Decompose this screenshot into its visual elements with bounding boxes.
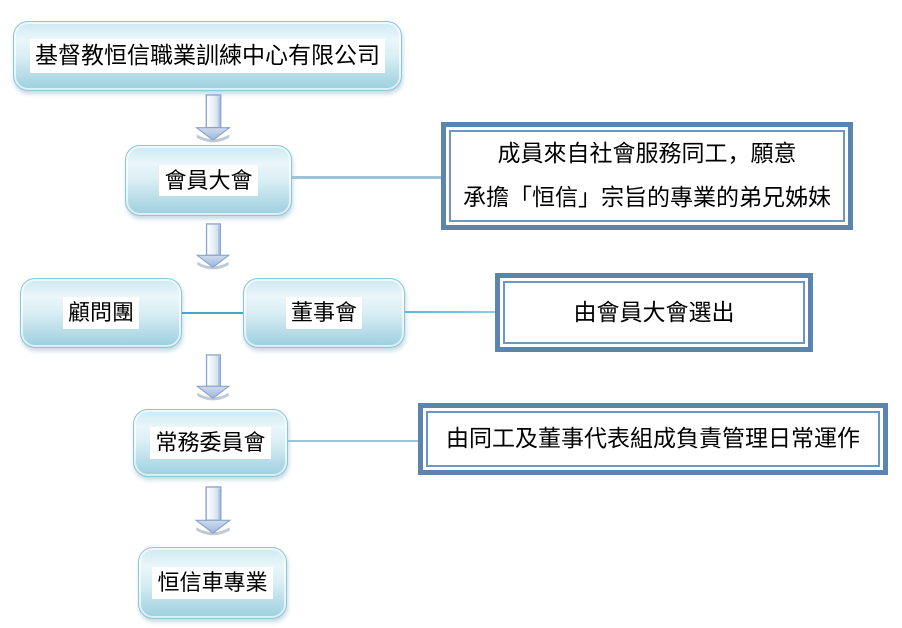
annotation-members-note-line1: 成員來自社會服務同工，願意 (497, 141, 797, 167)
connector-advisory-to-board (182, 312, 243, 314)
connector-board-to-note (405, 311, 495, 313)
annotation-members-note: 成員來自社會服務同工，願意 承擔「恒信」宗旨的專業的弟兄姊妹 (441, 122, 853, 230)
node-advisory-group-label: 顧問團 (62, 297, 139, 329)
down-arrow-icon (191, 486, 235, 537)
annotation-members-note-line2: 承擔「恒信」宗旨的專業的弟兄姊妹 (463, 185, 831, 210)
annotation-standing-note-text: 由同工及董事代表組成負責管理日常運作 (426, 411, 880, 467)
node-hang-shun-auto-label: 恒信車專業 (152, 567, 273, 599)
node-hang-shun-auto: 恒信車專業 (138, 547, 287, 619)
node-board-of-directors-label: 董事會 (285, 297, 362, 329)
connector-members-to-note (292, 176, 441, 179)
annotation-board-note: 由會員大會選出 (495, 273, 813, 352)
node-company: 基督教恒信職業訓練中心有限公司 (13, 21, 402, 91)
node-board-of-directors: 董事會 (243, 278, 405, 348)
down-arrow-icon (191, 354, 235, 402)
down-arrow-icon (191, 94, 235, 144)
node-standing-committee: 常務委員會 (133, 409, 288, 477)
node-standing-committee-label: 常務委員會 (150, 427, 271, 459)
node-company-label: 基督教恒信職業訓練中心有限公司 (30, 39, 385, 73)
node-members-meeting-label: 會員大會 (159, 164, 258, 197)
annotation-members-note-text: 成員來自社會服務同工，願意 承擔「恒信」宗旨的專業的弟兄姊妹 (449, 130, 845, 222)
annotation-board-note-line: 由會員大會選出 (573, 299, 735, 325)
node-advisory-group: 顧問團 (20, 278, 182, 348)
annotation-board-note-text: 由會員大會選出 (503, 281, 805, 344)
annotation-standing-note: 由同工及董事代表組成負責管理日常運作 (418, 403, 888, 475)
connector-standing-to-note (288, 440, 418, 442)
down-arrow-icon (191, 223, 235, 271)
annotation-standing-note-line: 由同工及董事代表組成負責管理日常運作 (446, 426, 860, 452)
node-members-meeting: 會員大會 (125, 145, 292, 216)
